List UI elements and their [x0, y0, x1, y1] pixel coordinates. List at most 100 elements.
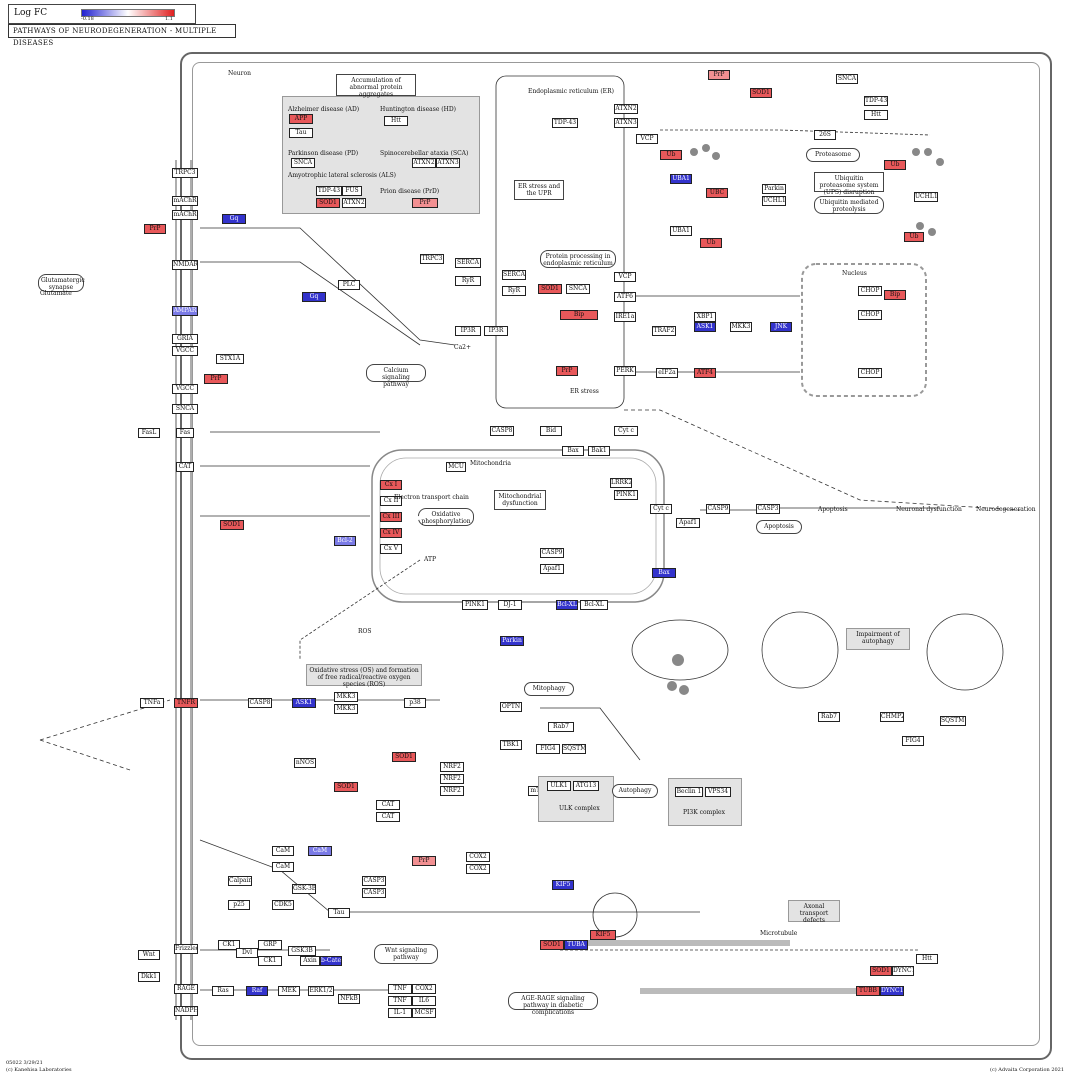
node-cx-i[interactable]: Cx I	[380, 480, 402, 490]
node-ip3r[interactable]: IP3R	[455, 326, 481, 336]
node-nnos[interactable]: nNOS	[294, 758, 316, 768]
node-beclin[interactable]: Beclin 1	[675, 787, 703, 797]
node-lrrk2[interactable]: LRRK2	[610, 478, 632, 488]
node-htt[interactable]: Htt	[384, 116, 408, 126]
node-parkin[interactable]: Parkin	[500, 636, 524, 646]
node-c9orf[interactable]: SQSTM1	[562, 744, 586, 754]
proteasome-link[interactable]: Proteasome	[806, 148, 860, 162]
node-ub-3[interactable]: Ub	[884, 160, 906, 170]
node-cx-iv[interactable]: Cx IV	[380, 528, 402, 538]
node-cx-v[interactable]: Cx V	[380, 544, 402, 554]
node-mcsf[interactable]: MCSF	[412, 1008, 436, 1018]
node-cdk5[interactable]: CDK5	[272, 900, 294, 910]
node-nmdar[interactable]: NMDAR	[172, 260, 198, 270]
wnt-pathway-link[interactable]: Wnt signaling pathway	[374, 944, 438, 964]
node-tau[interactable]: Tau	[289, 128, 313, 138]
node-ask1[interactable]: ASK1	[292, 698, 316, 708]
node-raf[interactable]: Raf	[246, 986, 268, 996]
node-cn[interactable]: CaM	[272, 862, 294, 872]
node-fig4[interactable]: FIG4	[902, 736, 924, 746]
node-uchl1[interactable]: UCHL1	[914, 192, 938, 202]
node-bax-2[interactable]: Bax	[562, 446, 584, 456]
node-gsk3b-tau[interactable]: GSK-3B	[292, 884, 316, 894]
node-mkk6[interactable]: MKK3	[334, 704, 358, 714]
node-casp9-2[interactable]: CASP9	[706, 504, 730, 514]
node-tdp43[interactable]: TDP-43	[316, 186, 342, 196]
node-cx-ii[interactable]: Cx II	[380, 496, 402, 506]
node-eif2a[interactable]: eIF2a	[656, 368, 678, 378]
node-snca-ups[interactable]: SNCA	[836, 74, 858, 84]
node-tnfa[interactable]: TNFa	[140, 698, 164, 708]
node-bcl-xl[interactable]: Bcl-XL	[556, 600, 578, 610]
mitophagy-link[interactable]: Mitophagy	[524, 682, 574, 696]
node-apaf1[interactable]: Apaf1	[540, 564, 564, 574]
node-chop-2[interactable]: CHOP	[858, 310, 882, 320]
node-mkk3[interactable]: MKK3	[334, 692, 358, 702]
node-cox2[interactable]: COX2	[466, 852, 490, 862]
age-rage-link[interactable]: AGE-RAGE signaling pathway in diabetic c…	[508, 992, 598, 1016]
node-cox2-2[interactable]: COX2	[466, 864, 490, 874]
axonal-transport-panel[interactable]: Axonal transport defects	[788, 900, 840, 924]
node-sod1-agg[interactable]: SOD1	[316, 198, 340, 208]
node-grp[interactable]: GRP	[258, 940, 282, 950]
node-fas[interactable]: Fas	[176, 428, 194, 438]
node-atg13[interactable]: ATG13	[573, 781, 599, 791]
node-ub-1[interactable]: Ub	[660, 150, 682, 160]
autophagy-link[interactable]: Autophagy	[612, 784, 658, 798]
node-atxn2-er[interactable]: ATXN2	[614, 104, 638, 114]
node-htt-ups[interactable]: Htt	[864, 110, 888, 120]
node-sod1-er[interactable]: SOD1	[538, 284, 562, 294]
node-wnt[interactable]: Wnt	[138, 950, 160, 960]
apoptosis-link[interactable]: Apoptosis	[756, 520, 802, 534]
node-bip-nuc[interactable]: Bip	[884, 290, 906, 300]
node-casp8[interactable]: CASP8	[490, 426, 514, 436]
node-serca[interactable]: SERCA	[455, 258, 481, 268]
node-uchl1-ups[interactable]: UCHL1	[762, 196, 786, 206]
node-apaf1-2[interactable]: Apaf1	[676, 518, 700, 528]
node-rab7[interactable]: Rab7	[818, 712, 840, 722]
node-machr-2[interactable]: mAChR	[172, 210, 198, 220]
node-sod1-axon[interactable]: SOD1	[540, 940, 564, 950]
node-prp-olig[interactable]: PrP	[412, 856, 436, 866]
node-il1[interactable]: IL-1	[388, 1008, 412, 1018]
node-erk[interactable]: ERK1/2	[308, 986, 334, 996]
node-fasl[interactable]: FasL	[138, 428, 160, 438]
node-calpain[interactable]: Calpain	[228, 876, 252, 886]
node-tnfr[interactable]: TNFR	[174, 698, 198, 708]
node-prp-ups[interactable]: PrP	[708, 70, 730, 80]
node-psen-membrane[interactable]: PrP	[204, 374, 228, 384]
node-ire1[interactable]: IRE1a	[614, 312, 636, 322]
node-bip[interactable]: Bip	[560, 310, 598, 320]
protein-processing-link[interactable]: Protein processing in endoplasmic reticu…	[540, 250, 616, 268]
node-bax[interactable]: Bax	[652, 568, 676, 578]
node-ask1-upr[interactable]: ASK1	[694, 322, 716, 332]
node-ubc[interactable]: UBC	[706, 188, 728, 198]
node-atxn2[interactable]: ATXN2	[412, 158, 436, 168]
glutamatergic-link[interactable]: Glutamatergic synapse	[38, 274, 85, 292]
node-rab[interactable]: Rab7	[548, 722, 574, 732]
node-rage[interactable]: RAGE	[174, 984, 198, 994]
node-tdp43-er[interactable]: TDP-43	[552, 118, 578, 128]
oxphos-link[interactable]: Oxidative phosphorylation	[418, 508, 474, 526]
ubiq-proteolysis-link[interactable]: Ubiquitin mediated proteolysis	[814, 196, 884, 214]
node-uba1[interactable]: UBA1	[670, 174, 692, 184]
node-camk2[interactable]: CaM	[308, 846, 332, 856]
node-atxn3[interactable]: ATXN3	[436, 158, 460, 168]
node-jnk[interactable]: JNK	[770, 322, 792, 332]
node-tnf-2[interactable]: TNF	[388, 996, 412, 1006]
node-gria[interactable]: GRIA	[172, 334, 198, 344]
node-ck1[interactable]: CK1	[218, 940, 240, 950]
node-trpc3[interactable]: TRPC3	[172, 168, 198, 178]
node-vps34[interactable]: VPS34	[705, 787, 731, 797]
node-26s[interactable]: 26S	[814, 130, 836, 140]
node-casp3[interactable]: CASP3	[756, 504, 780, 514]
node-pink1-2[interactable]: PINK1	[462, 600, 488, 610]
node-dkk1[interactable]: Dkk1	[138, 972, 160, 982]
node-kif5[interactable]: KIF5	[552, 880, 574, 890]
node-hap1[interactable]: Htt	[916, 954, 938, 964]
node-cat[interactable]: CAT	[176, 462, 194, 472]
node-ryr-er[interactable]: RyR	[502, 286, 526, 296]
node-pink1[interactable]: PINK1	[614, 490, 638, 500]
node-atf4[interactable]: ATF4	[694, 368, 716, 378]
node-mek[interactable]: MEK	[278, 986, 300, 996]
